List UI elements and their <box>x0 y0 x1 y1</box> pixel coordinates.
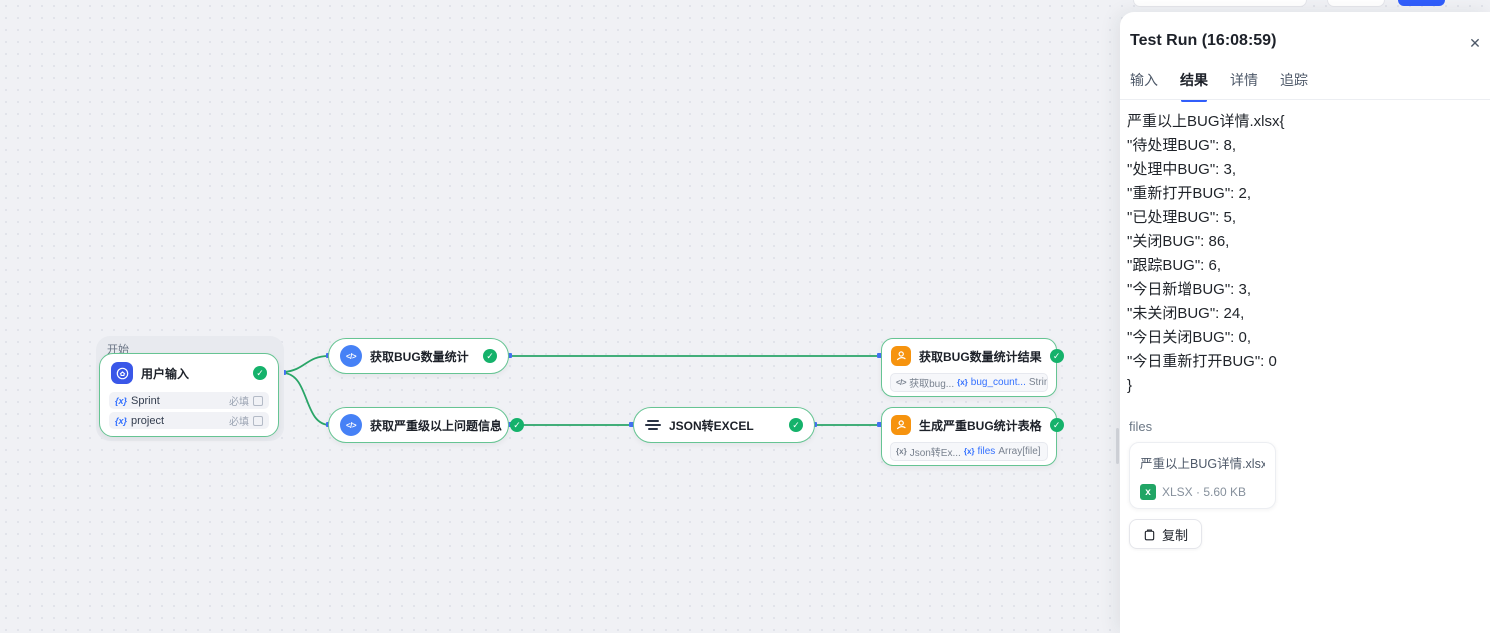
variable-icon: {x} <box>957 378 968 387</box>
result-line: } <box>1127 377 1133 394</box>
edge-userinput-getsevere <box>283 372 331 426</box>
divider <box>1120 99 1490 100</box>
input-type-icon <box>253 395 263 406</box>
result-output-text: 严重以上BUG详情.xlsx{ "待处理BUG": 8, "处理中BUG": 3… <box>1127 110 1477 398</box>
node-get-severe-issues[interactable]: </> 获取严重级以上问题信息 ✓ <box>328 407 525 443</box>
plugin-icon <box>645 417 661 433</box>
tab-detail[interactable]: 详情 <box>1230 72 1258 88</box>
result-line: "已处理BUG": 5, <box>1127 209 1236 226</box>
success-check-icon: ✓ <box>1049 418 1064 432</box>
node-user-input[interactable]: 用户输入 ✓ {x} Sprint 必填 {x} project 必填 <box>99 353 279 437</box>
file-card[interactable]: 严重以上BUG详情.xlsx x XLSX · 5.60 KB <box>1129 442 1276 509</box>
result-line: "今日关闭BUG": 0, <box>1127 329 1251 346</box>
variable-icon: {x} <box>896 447 907 456</box>
result-line: "关闭BUG": 86, <box>1127 233 1230 250</box>
clipboard-icon <box>1144 528 1155 540</box>
scrollbar-thumb[interactable] <box>1116 428 1119 464</box>
close-icon[interactable]: ✕ <box>1469 35 1481 51</box>
variable-reference-row[interactable]: {x} Json转Ex... {x} files Array[file] <box>890 442 1048 461</box>
result-line: 严重以上BUG详情.xlsx{ <box>1127 113 1285 130</box>
file-meta: XLSX · 5.60 KB <box>1162 485 1247 499</box>
xlsx-file-icon: x <box>1140 484 1156 500</box>
node-get-bug-count[interactable]: </> 获取BUG数量统计 ✓ <box>328 338 509 374</box>
success-check-icon: ✓ <box>789 418 803 432</box>
result-line: "今日重新打开BUG": 0 <box>1127 353 1277 370</box>
result-line: "今日新增BUG": 3, <box>1127 281 1251 298</box>
result-line: "未关闭BUG": 24, <box>1127 305 1245 322</box>
required-badge: 必填 <box>229 397 249 408</box>
node-json-to-excel[interactable]: JSON转EXCEL ✓ <box>633 407 815 443</box>
tab-trace[interactable]: 追踪 <box>1280 72 1308 88</box>
test-run-panel: Test Run (16:08:59) ✕ 输入 结果 详情 追踪 严重以上BU… <box>1120 12 1490 633</box>
node-severe-bug-table[interactable]: 生成严重BUG统计表格 ✓ {x} Json转Ex... {x} files A… <box>881 407 1064 466</box>
node-title: 用户输入 <box>141 366 190 381</box>
success-check-icon: ✓ <box>253 366 267 380</box>
home-icon <box>111 362 133 384</box>
panel-title: Test Run (16:08:59) <box>1130 32 1277 49</box>
success-check-icon: ✓ <box>510 418 525 432</box>
input-field-project[interactable]: {x} project 必填 <box>109 412 269 429</box>
variable-icon: {x} <box>963 447 975 456</box>
end-node-icon <box>891 346 911 366</box>
copy-button[interactable]: 复制 <box>1129 519 1203 549</box>
tab-input[interactable]: 输入 <box>1130 72 1158 88</box>
code-icon: </> <box>896 378 907 387</box>
edge-userinput-getbugcount <box>283 355 330 373</box>
required-badge: 必填 <box>229 417 249 428</box>
variable-icon: {x} <box>115 395 128 406</box>
input-field-sprint[interactable]: {x} Sprint 必填 <box>109 392 269 409</box>
variable-icon: {x} <box>115 415 128 426</box>
toolbar-partial-control[interactable] <box>1133 0 1307 7</box>
toolbar-partial-primary-button[interactable] <box>1398 0 1445 6</box>
result-line: "待处理BUG": 8, <box>1127 137 1236 154</box>
tab-result[interactable]: 结果 <box>1180 70 1208 102</box>
result-line: "重新打开BUG": 2, <box>1127 185 1251 202</box>
input-type-icon <box>253 415 263 426</box>
node-bug-count-result[interactable]: 获取BUG数量统计结果 ✓ </> 获取bug... {x} bug_count… <box>881 338 1064 397</box>
code-icon: </> <box>340 345 362 367</box>
end-node-icon <box>891 415 911 435</box>
toolbar-partial-button[interactable] <box>1327 0 1385 7</box>
variable-reference-row[interactable]: </> 获取bug... {x} bug_count... String <box>890 373 1048 392</box>
file-name: 严重以上BUG详情.xlsx <box>1140 457 1265 471</box>
result-line: "处理中BUG": 3, <box>1127 161 1236 178</box>
success-check-icon: ✓ <box>1049 349 1064 363</box>
panel-tabs: 输入 结果 详情 追踪 <box>1130 70 1308 102</box>
code-icon: </> <box>340 414 362 436</box>
success-check-icon: ✓ <box>483 349 497 363</box>
result-line: "跟踪BUG": 6, <box>1127 257 1221 274</box>
files-section-label: files <box>1129 419 1153 434</box>
